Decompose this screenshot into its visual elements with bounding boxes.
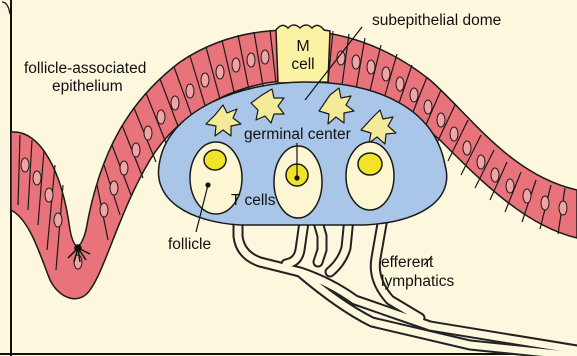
follicles [190,142,394,218]
label-m-cell-line1: M [283,38,323,56]
label-follicle: follicle [168,236,211,254]
label-germinal-center: germinal center [244,126,351,144]
label-fae-line1: follicle-associated [24,60,146,78]
label-m-cell-line2: cell [283,56,323,74]
corner-mark [2,2,10,14]
label-efferent-line2: lymphatics [381,273,454,291]
label-fae-line2: epithelium [52,78,123,96]
label-t-cells: T cells [231,192,276,210]
label-subepithelial-dome: subepithelial dome [372,12,501,30]
label-efferent-line1: efferent [381,254,433,272]
